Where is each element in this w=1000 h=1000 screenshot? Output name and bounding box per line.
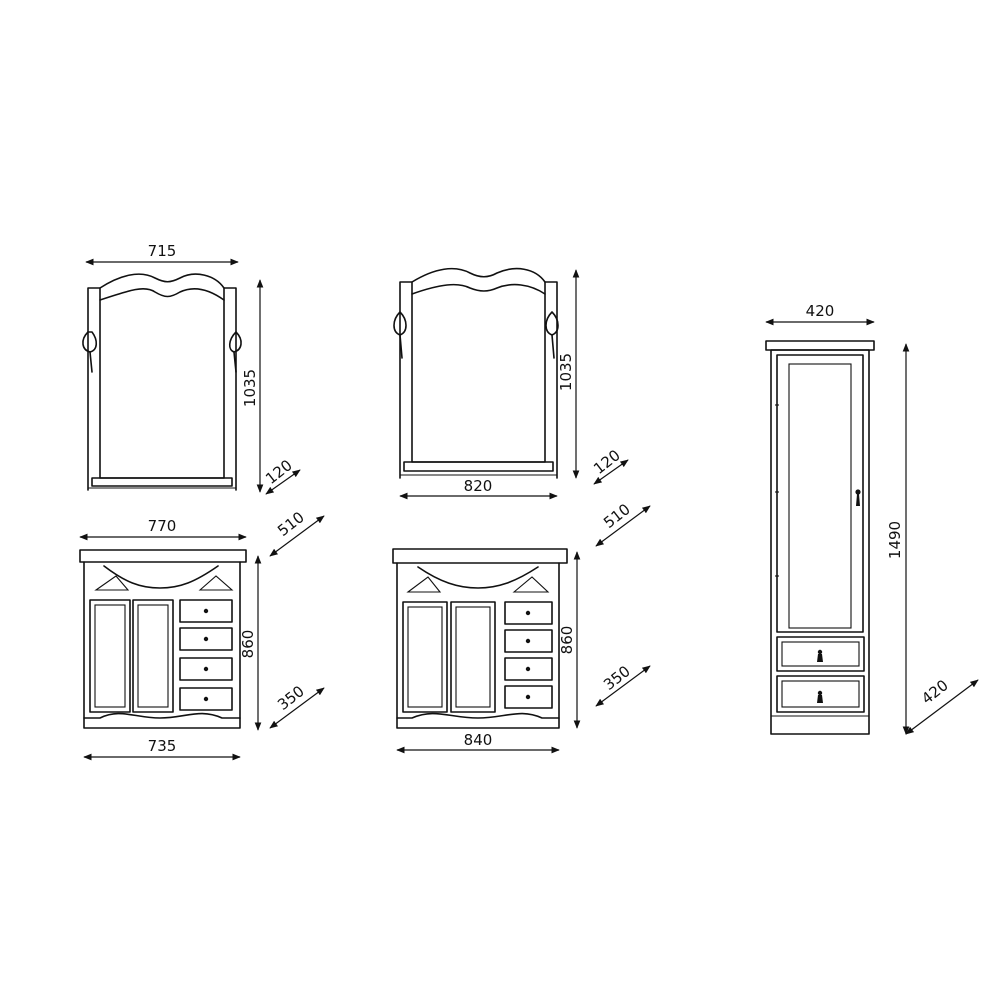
tall-cabinet-height-dimension: 1490 [886, 343, 910, 735]
mirror-large-depth-dimension: 120 [590, 446, 629, 485]
vanity-large-depth-top-dimension: 510 [595, 500, 651, 547]
mirror-large-width-label: 820 [464, 477, 493, 495]
vanity-small-top-width-label: 770 [148, 517, 177, 535]
vanity-small-base-width-dimension: 735 [83, 737, 241, 761]
mirror-large-height-dimension: 1035 [557, 269, 580, 479]
mirror-large-depth-label: 120 [590, 446, 624, 478]
mirror-small-height-dimension: 1035 [241, 279, 264, 493]
vanity-large-depth-base-dimension: 350 [595, 662, 651, 707]
tall-cabinet-height-label: 1490 [886, 521, 904, 559]
vanity-large-base-width-label: 840 [464, 731, 493, 749]
mirror-large-width-dimension: 820 [399, 477, 558, 500]
mirror-small-width-label: 715 [148, 242, 177, 260]
vanity-small-depth-base-dimension: 350 [269, 682, 325, 729]
vanity-large-depth-top-label: 510 [600, 500, 634, 532]
tall-cabinet-width-label: 420 [806, 302, 835, 320]
vanity-small-height-label: 860 [239, 630, 257, 659]
vanity-small-top-width-dimension: 770 [79, 517, 247, 541]
vanity-large-height-label: 860 [558, 626, 576, 655]
vanity-small-height-dimension: 860 [239, 555, 262, 731]
vanity-small-depth-top-label: 510 [274, 508, 308, 540]
mirror-small [82, 273, 242, 491]
vanity-large [392, 548, 568, 729]
vanity-small-depth-base-label: 350 [274, 682, 308, 714]
vanity-small [79, 549, 247, 729]
mirror-small-depth-label: 120 [262, 456, 296, 488]
mirror-small-depth-dimension: 120 [262, 456, 301, 495]
mirror-small-height-label: 1035 [241, 369, 259, 407]
mirror-large [393, 267, 559, 479]
vanity-large-depth-base-label: 350 [600, 662, 634, 694]
tall-cabinet [765, 340, 875, 735]
tall-cabinet-width-dimension: 420 [765, 302, 875, 326]
mirror-large-height-label: 1035 [557, 353, 575, 391]
vanity-large-height-dimension: 860 [558, 551, 581, 729]
vanity-small-base-width-label: 735 [148, 737, 177, 755]
vanity-large-base-width-dimension: 840 [396, 731, 560, 754]
tall-cabinet-depth-dimension: 420 [905, 676, 979, 735]
vanity-small-depth-top-dimension: 510 [269, 508, 325, 557]
mirror-small-width-dimension: 715 [85, 242, 239, 266]
